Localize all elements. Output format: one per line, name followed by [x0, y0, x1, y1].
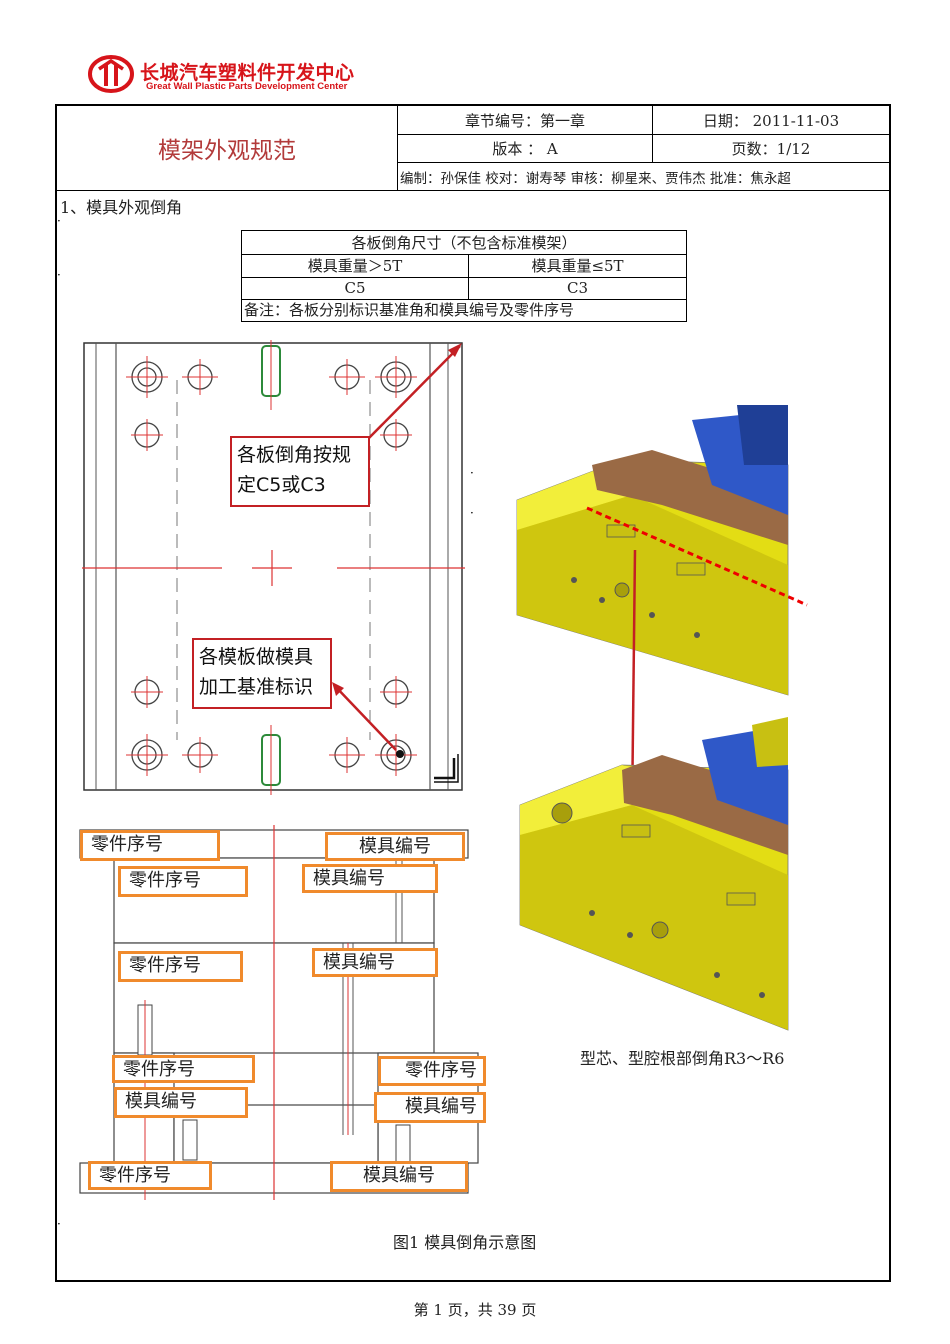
callout-chamfer-rule: 各板倒角按规 定C5或C3	[230, 436, 370, 507]
margin-mark: ·	[470, 466, 474, 480]
company-name-en: Great Wall Plastic Parts Development Cen…	[146, 81, 348, 92]
table-note: 备注：各板分别标识基准角和模具编号及零件序号	[244, 301, 575, 319]
mold-number-label: 模具编号	[302, 864, 438, 893]
table-cell-light: C3	[566, 279, 589, 297]
header-divider	[397, 134, 889, 135]
callout-line: 加工基准标识	[199, 676, 314, 698]
mold-number-label: 模具编号	[374, 1092, 486, 1123]
margin-mark: ·	[57, 1217, 61, 1231]
header-divider	[397, 106, 398, 190]
callout-line: 各模板做模具	[199, 646, 314, 668]
chamfer-size-table: 各板倒角尺寸（不包含标准模架） 模具重量＞5T 模具重量≤5T C5 C3 备注…	[241, 230, 687, 322]
chapter-number: 章节编号：第一章	[464, 111, 585, 130]
table-caption: 各板倒角尺寸（不包含标准模架）	[351, 234, 577, 252]
part-number-label: 零件序号	[118, 951, 243, 982]
table-cell-heavy: C5	[242, 277, 469, 299]
header-divider	[57, 190, 889, 191]
mold-number-label: 模具编号	[330, 1161, 468, 1192]
margin-mark: ·	[470, 506, 474, 520]
section-title: 1、模具外观倒角	[60, 198, 183, 217]
figure-caption: 图1 模具倒角示意图	[393, 1233, 537, 1252]
part-number-label: 零件序号	[378, 1056, 486, 1086]
callout-line: 定C5或C3	[237, 474, 326, 496]
mold-number-label: 模具编号	[312, 948, 438, 977]
document-title: 模架外观规范	[158, 138, 296, 164]
document-date: 日期： 2011-11-03	[702, 111, 840, 130]
callout-datum-mark: 各模板做模具 加工基准标识	[192, 638, 332, 709]
page-footer: 第 1 页，共 39 页	[413, 1301, 537, 1319]
table-header-heavy: 模具重量＞5T	[242, 254, 469, 277]
part-number-label: 零件序号	[118, 866, 248, 897]
table-header-light: 模具重量≤5T	[531, 257, 624, 275]
part-number-label: 零件序号	[112, 1055, 255, 1083]
great-wall-logo-icon	[88, 55, 134, 93]
document-version: 版本 ： A	[492, 139, 558, 158]
part-number-label: 零件序号	[80, 830, 220, 861]
company-name-cn: 长城汽车塑料件开发中心	[140, 62, 355, 84]
mold-number-label: 模具编号	[325, 832, 465, 861]
mold-3d-rendering	[516, 405, 808, 1031]
part-number-label: 零件序号	[88, 1161, 212, 1190]
root-fillet-caption: 型芯、型腔根部倒角R3～R6	[580, 1049, 785, 1068]
mold-number-label: 模具编号	[114, 1087, 248, 1118]
margin-mark: ·	[57, 268, 61, 282]
margin-mark: ·	[57, 214, 61, 228]
document-frame	[55, 104, 891, 1282]
plate-top-view-drawing	[82, 340, 465, 795]
header-divider	[397, 162, 889, 163]
page-count: 页数：1/12	[731, 139, 811, 158]
callout-line: 各板倒角按规	[237, 444, 352, 466]
approval-line: 编制：孙保佳 校对：谢寿琴 审核：柳星来、贾伟杰 批准：焦永超	[400, 170, 791, 187]
